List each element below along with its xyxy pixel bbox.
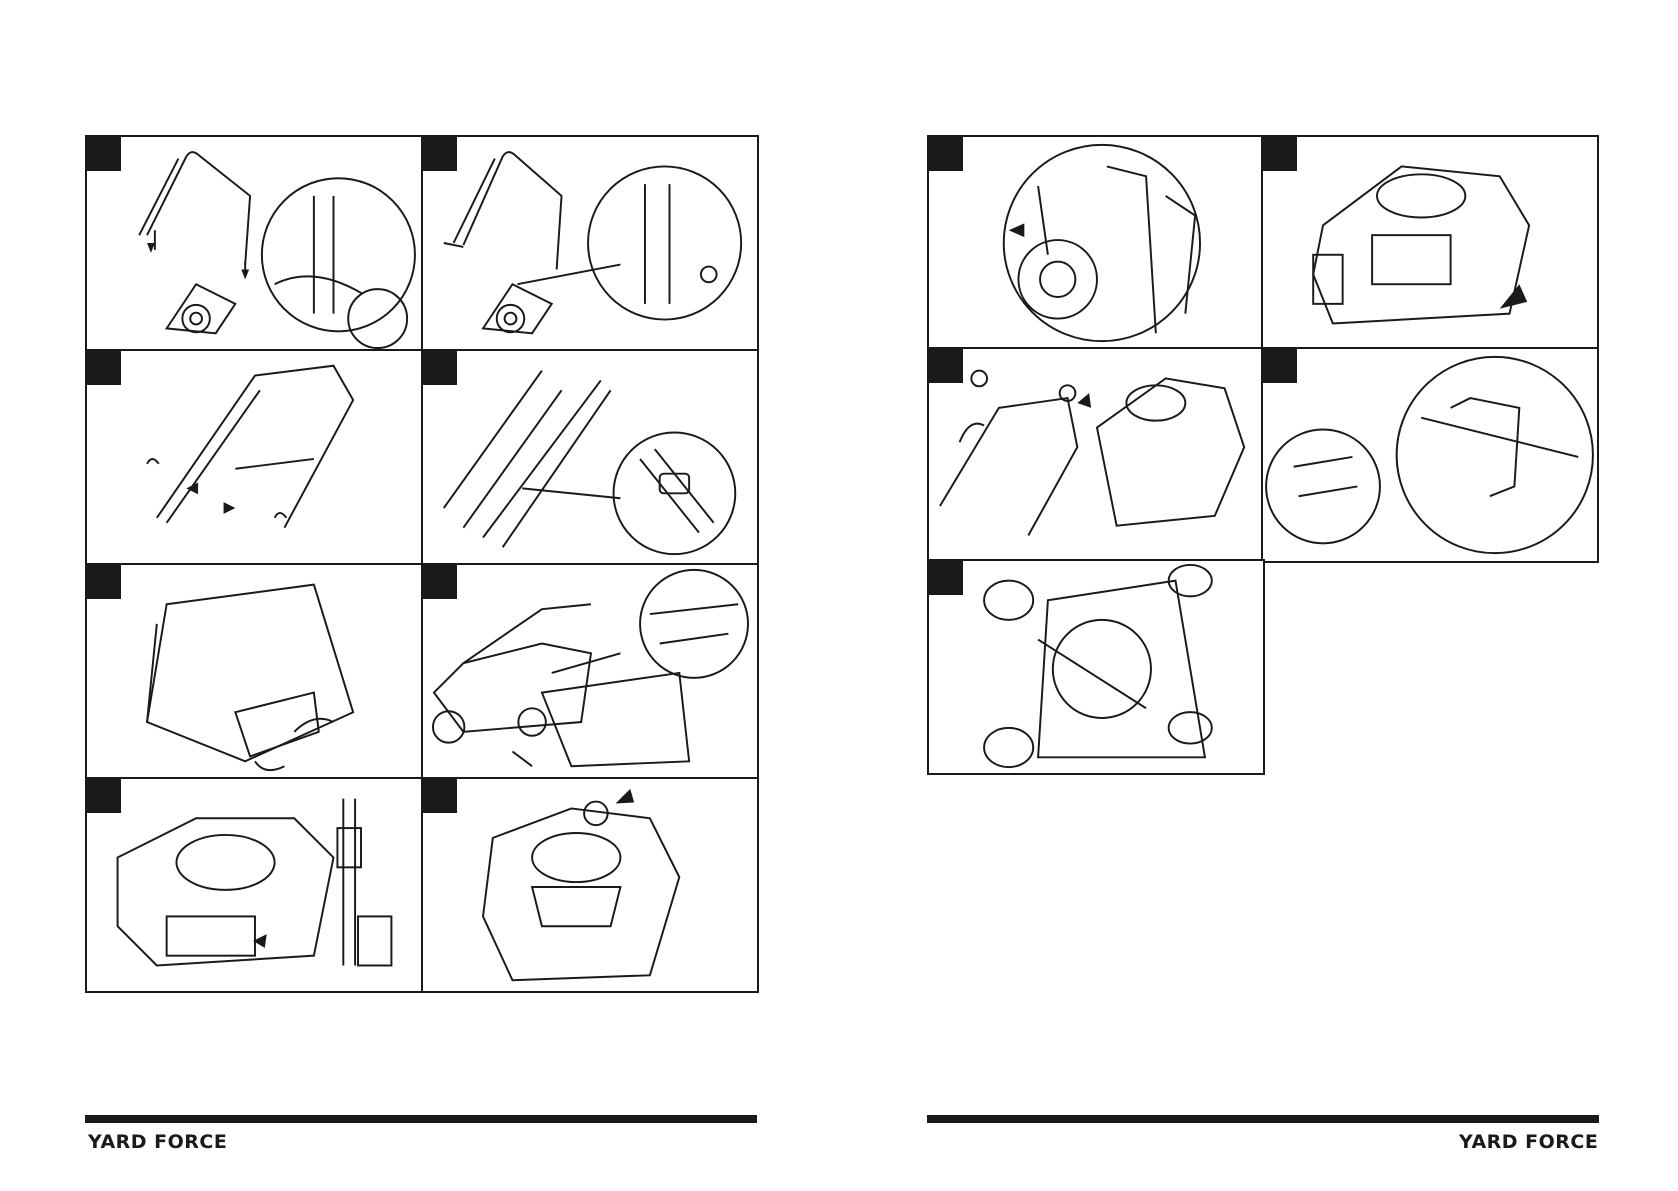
right-panel-grid [927,135,1599,771]
height-adjust-lever-illustration [929,137,1263,349]
panel-underside-blade [927,559,1265,775]
panel-height-adjust-lever [927,135,1265,351]
upper-handle-knobs-illustration [87,351,421,563]
cable-clip-illustration [423,351,757,563]
panel-cable-clip [421,349,759,565]
panel-engine-fuel-cap [421,777,759,993]
handle-insert-illustration [87,137,421,349]
engine-primer-illustration [1263,137,1597,349]
footer-bar [927,1115,1599,1123]
panel-grass-bag-attach [421,563,759,779]
engine-fuel-cap-illustration [423,779,757,991]
brake-bar-illustration [1263,349,1597,561]
panel-handle-insert [85,135,423,351]
underside-blade-illustration [929,561,1263,773]
panel-brake-bar [1261,347,1599,563]
right-page: YARD FORCE [839,0,1678,1191]
panel-engine-oil-dipstick [85,777,423,993]
panel-engine-primer [1261,135,1599,351]
panel-upper-handle-knobs [85,349,423,565]
panel-starter-pull [927,347,1265,563]
brand-logo: YARD FORCE [1459,1131,1598,1153]
engine-oil-dipstick-illustration [87,779,421,991]
brand-logo: YARD FORCE [88,1131,227,1153]
grass-bag-assembly-illustration [87,565,421,777]
footer-bar [85,1115,757,1123]
starter-pull-illustration [929,349,1263,561]
handle-screw-illustration [423,137,757,349]
left-panel-grid [85,135,757,991]
panel-grass-bag-assembly [85,563,423,779]
left-page: YARD FORCE [0,0,839,1191]
panel-handle-screw [421,135,759,351]
grass-bag-attach-illustration [423,565,757,777]
